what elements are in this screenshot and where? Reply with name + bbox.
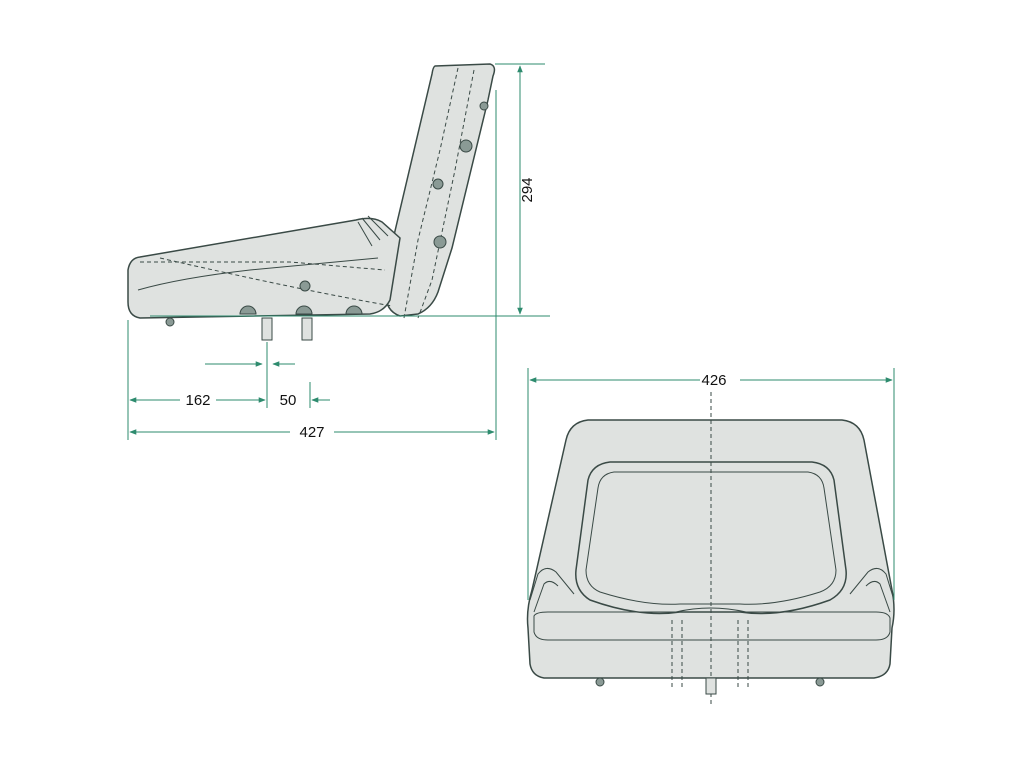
right-bolster-fold xyxy=(849,568,895,613)
bolt-icon xyxy=(459,139,473,153)
bolt-icon xyxy=(165,317,175,327)
slot-label: 50 xyxy=(280,392,297,409)
bolt-icon xyxy=(432,178,444,190)
seat-inner-panel xyxy=(575,461,847,615)
front-bolts xyxy=(595,677,825,687)
backrest-side xyxy=(384,63,496,317)
bolt-icon xyxy=(295,305,313,315)
seat-bolts xyxy=(165,280,363,327)
seat-inner-panel-line xyxy=(585,471,837,605)
bolt-icon xyxy=(479,101,489,111)
side-dimensions xyxy=(127,63,545,440)
bolt-icon xyxy=(815,677,825,687)
left-bolster-fold xyxy=(529,568,575,613)
width-label: 427 xyxy=(299,424,324,441)
seat-front-view xyxy=(526,392,895,706)
mounting-stud xyxy=(705,677,717,695)
height-label: 294 xyxy=(519,177,536,202)
top-width-label: 426 xyxy=(701,372,726,389)
offset-label: 162 xyxy=(185,392,210,409)
backrest-bolts xyxy=(432,101,489,249)
seat-fold-lines xyxy=(357,215,389,247)
mounting-stud xyxy=(261,317,273,341)
seat-contour-line xyxy=(137,257,379,291)
bolt-icon xyxy=(345,305,363,315)
bolt-icon xyxy=(299,280,311,292)
bolt-icon xyxy=(239,305,257,315)
bolt-icon xyxy=(595,677,605,687)
front-hidden-lines xyxy=(671,392,749,706)
seat-side-view xyxy=(127,63,550,341)
front-cushion-ridge xyxy=(533,607,891,641)
backrest-inner-dashed xyxy=(403,67,475,319)
mounting-stud xyxy=(301,317,313,341)
seat-inner-dashed xyxy=(140,257,393,307)
front-dimensions xyxy=(527,368,895,600)
bolt-icon xyxy=(433,235,447,249)
